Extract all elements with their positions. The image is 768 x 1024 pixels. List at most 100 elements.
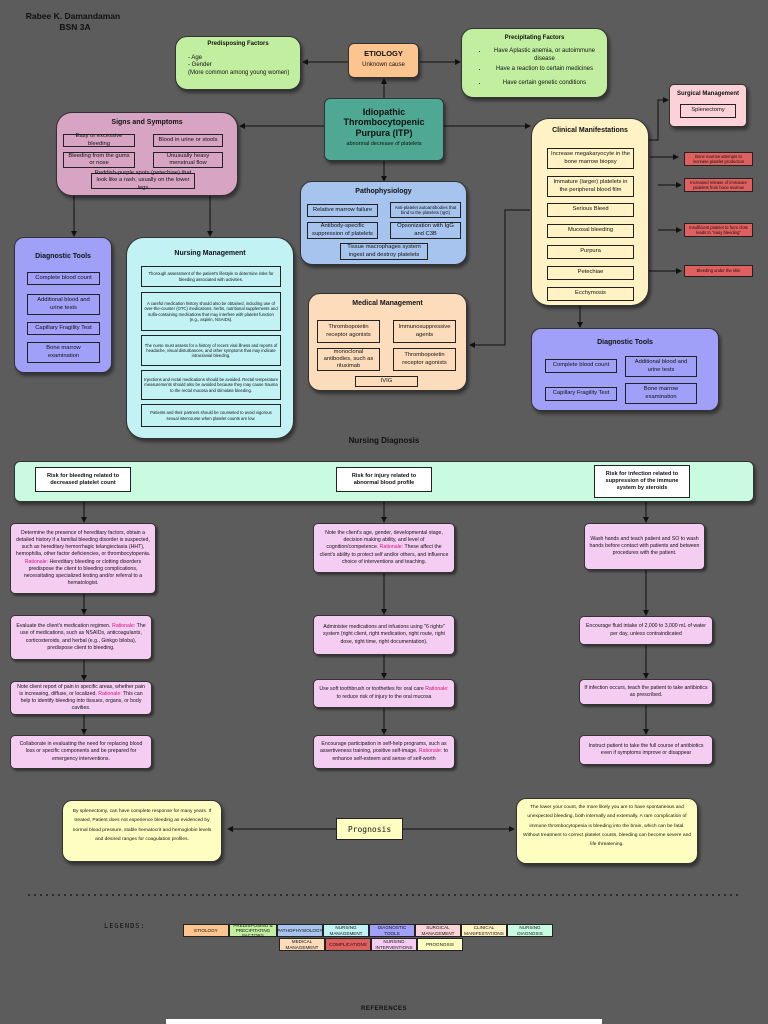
complication-note: Increased release of immature platelets …	[684, 178, 753, 192]
intervention-item: If infection occurs, teach the patient t…	[579, 679, 713, 705]
precipitating-item: Have certain genetic conditions	[488, 80, 601, 88]
nursing-mgmt-item: Patients and their partners should be co…	[141, 404, 281, 427]
diag-item: Additional blood and urine tests	[625, 356, 697, 377]
signs-item: Easy or excessive bleeding	[63, 133, 135, 147]
legend-swatch: NURSING MANAGEMENT	[323, 924, 369, 937]
clinical-item: Mucosal bleeding	[547, 224, 634, 238]
etiology-text: Unknown cause	[362, 62, 405, 68]
clinical-item: Purpura	[547, 245, 634, 259]
medical-management: Medical Management Thrombopoietin recept…	[308, 293, 467, 391]
surgical-item: Splenectomy	[680, 104, 736, 118]
patho-item: Antibody-specific suppression of platele…	[307, 222, 378, 239]
predisposing-item: - Gender	[188, 62, 212, 69]
legend-swatch: ETIOLOGY	[183, 924, 229, 937]
diagnostic-tools-left: Diagnostic Tools Complete blood count Ad…	[14, 237, 112, 373]
legend-swatch: PREDISPOSING & PRECIPITATING FACTORS	[229, 923, 277, 938]
clinical-item: Ecchymosis	[547, 287, 634, 301]
nursing-mgmt-item: Thorough assessment of the patient's lif…	[141, 266, 281, 287]
legend-swatch: PROGNOSIS	[417, 938, 463, 951]
etiology-title: ETIOLOGY	[364, 49, 403, 58]
clinical-item: Increase megakaryocyte in the bone marro…	[547, 148, 634, 169]
diag-item: Additional blood and urine tests	[27, 294, 100, 315]
clinical-item: Immature (larger) platelets in the perip…	[547, 176, 634, 197]
intervention-item: Encourage fluid intake of 2,000 to 3,000…	[579, 616, 713, 645]
nursing-mgmt-title: Nursing Management	[174, 250, 246, 257]
precipitating-title: Precipitating Factors	[504, 35, 565, 41]
pathophysiology: Pathophysiology Relative marrow failure …	[300, 181, 467, 265]
clinical-title: Clinical Manifestations	[552, 127, 628, 134]
diagnostic-tools-right: Diagnostic Tools Complete blood count Ad…	[531, 328, 719, 411]
diag-item: Capillary Fragility Test	[545, 387, 617, 401]
predisposing-item: (More common among young women)	[188, 69, 290, 76]
legend-swatch: NURSING DIAGNOSIS	[507, 924, 553, 937]
medical-item: monoclonal antibodies, such as rituximab	[317, 348, 380, 371]
legend-title: LEGENDS:	[104, 922, 146, 930]
medical-item: Immunosuppressive agents	[393, 320, 456, 343]
precipitating-item: Have a reaction to certain medicines	[488, 66, 601, 74]
diag-item: Complete blood count	[27, 272, 100, 285]
diagnosis-item: Risk for infection related to suppressio…	[594, 465, 690, 498]
nursing-mgmt-item: Injections and rectal medications should…	[141, 370, 281, 400]
diag-item: Complete blood count	[545, 359, 617, 373]
legend-swatch: DIAGNOSTIC TOOLS	[369, 924, 415, 937]
intervention-item: Administer medications and infusions usi…	[313, 615, 455, 655]
center-subtitle: abnormal decrease of platelets	[346, 141, 422, 148]
patho-item: Tissue macrophages system ingest and des…	[340, 243, 428, 260]
intervention-item: Encourage participation in self-help pro…	[313, 735, 455, 769]
signs-and-symptoms: Signs and Symptoms Easy or excessive ble…	[56, 112, 238, 196]
legend-swatch: MEDICAL MANAGEMENT	[279, 938, 325, 951]
references-title: REFERENCES	[360, 1006, 407, 1012]
intervention-item: Evaluate the client's medication regimen…	[10, 615, 152, 660]
intervention-item: Determine the presence of hereditary fac…	[10, 523, 156, 594]
patho-item: Relative marrow failure	[307, 204, 378, 217]
diagnosis-item: Risk for injury related to abnormal bloo…	[336, 467, 432, 492]
signs-item: Blood in urine or stools	[153, 134, 223, 147]
clinical-manifestations: Clinical Manifestations Increase megakar…	[531, 118, 649, 306]
patho-title: Pathophysiology	[355, 188, 412, 195]
intervention-item: Instruct patient to take the full course…	[579, 735, 713, 765]
nursing-diagnosis: Risk for bleeding related to decreased p…	[14, 461, 754, 502]
intervention-item: Note the client's age, gender, developme…	[313, 523, 455, 573]
complication-note: Bleeding under the skin	[684, 265, 753, 277]
legend-swatch: CLINICAL MANIFESTATIONS	[461, 924, 507, 937]
medical-title: Medical Management	[352, 300, 423, 307]
predisposing-factors: Predisposing Factors - Age - Gender (Mor…	[175, 36, 301, 90]
nursing-mgmt-item: The nurse must assess for a history of r…	[141, 335, 281, 366]
diag-left-title: Diagnostic Tools	[35, 253, 91, 260]
surgical-management: Surgical Management Splenectomy	[669, 84, 747, 127]
prognosis-title: Prognosis	[336, 818, 403, 840]
signs-item: Bleeding from the gums or nose	[63, 152, 135, 168]
prognosis-right: The lower your count, the more likely yo…	[516, 798, 698, 864]
predisposing-item: - Age	[188, 54, 203, 61]
center-itp: Idiopathic Thrombocytopenic Purpura (ITP…	[324, 98, 444, 161]
clinical-item: Serious Bleed	[547, 203, 634, 217]
clinical-item: Petechiae	[547, 266, 634, 280]
author-name: Rabee K. Damandaman	[25, 11, 121, 21]
nursing-mgmt-item: A careful medication history should also…	[141, 292, 281, 331]
author-section: BSN 3A	[59, 21, 91, 32]
etiology: ETIOLOGY Unknown cause	[348, 43, 419, 78]
legend-swatch: PATHOPHYSIOLOGY	[277, 924, 323, 937]
intervention-item: Collaborate in evaluating the need for r…	[10, 735, 152, 769]
patho-item: Anti-platelet autoantibodies that bind t…	[390, 202, 461, 218]
center-title: Idiopathic Thrombocytopenic Purpura (ITP…	[343, 107, 425, 138]
predisposing-title: Predisposing Factors	[207, 41, 269, 47]
legend-swatch: SURGICAL MANAGEMENT	[415, 924, 461, 937]
medical-item: Thrombopoietin receptor agonists	[317, 320, 380, 343]
diagnosis-item: Risk for bleeding related to decreased p…	[35, 467, 131, 492]
prognosis-left: By splenectomy, can have complete respon…	[62, 800, 222, 862]
signs-item: Unusually heavy menstrual flow	[153, 152, 223, 168]
diag-right-title: Diagnostic Tools	[597, 339, 653, 346]
precipitating-factors: Precipitating Factors Have Aplastic anem…	[461, 28, 608, 98]
legend-swatch: COMPLICATIONS	[325, 938, 371, 951]
diagnosis-title: Nursing Diagnosis	[348, 436, 420, 445]
precipitating-item: Have Aplastic anemia, or autoimmune dise…	[488, 48, 601, 64]
legend-swatch: NURSING INTERVENTIONS	[371, 938, 417, 951]
nursing-management: Nursing Management Thorough assessment o…	[126, 237, 294, 439]
signs-item: Reddish-purple spots (petechiae) that lo…	[91, 170, 195, 191]
complication-note: Bone marrow attempts to increase platele…	[684, 152, 753, 166]
diag-item: Capillary Fragility Test	[27, 322, 100, 335]
intervention-item: Note client report of pain in specific a…	[10, 681, 152, 715]
